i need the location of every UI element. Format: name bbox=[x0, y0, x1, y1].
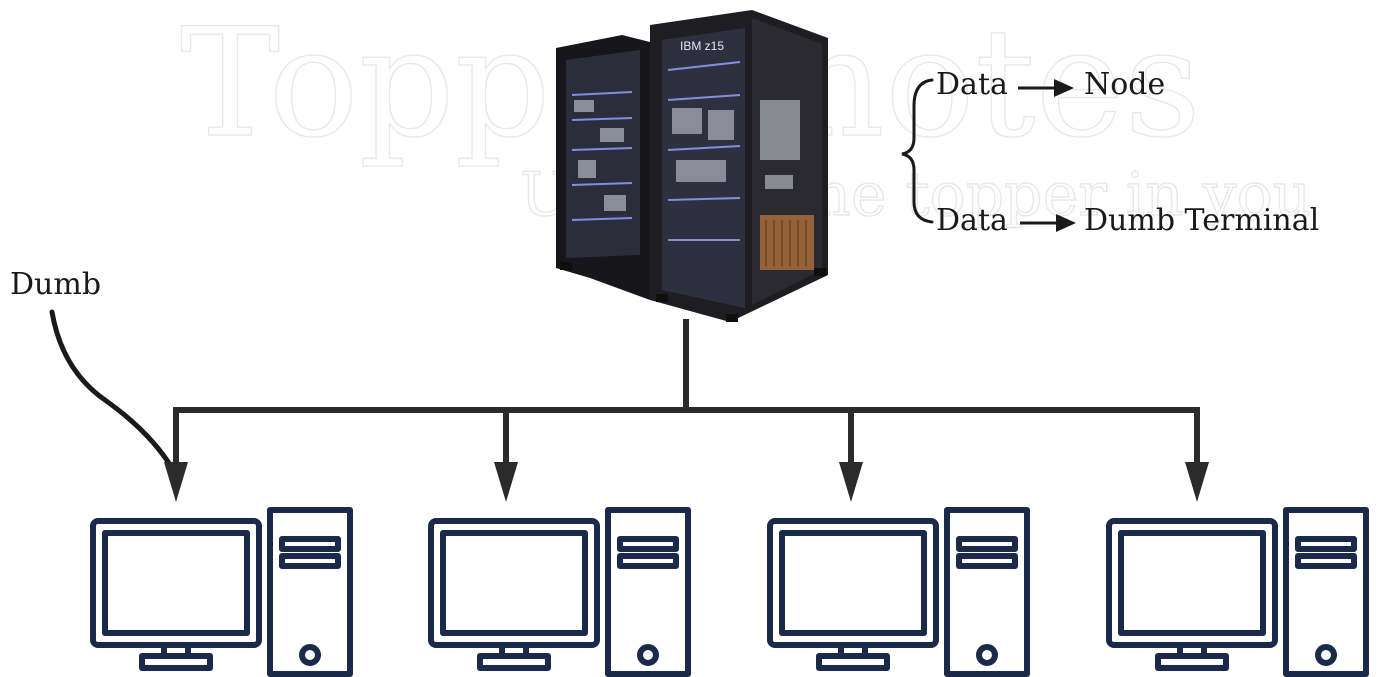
network-bus bbox=[173, 319, 1200, 413]
legend-brace bbox=[901, 78, 934, 224]
drop-arrows bbox=[164, 410, 1209, 502]
dumb-terminal bbox=[428, 507, 691, 677]
legend-row-node: Data Node bbox=[936, 67, 1165, 102]
drop-arrow bbox=[164, 410, 188, 502]
mainframe-back-panel bbox=[566, 50, 640, 258]
terminals-row bbox=[90, 507, 1369, 677]
callout-dumb-label: Dumb bbox=[10, 267, 101, 302]
legend-row-dumb-terminal: Data Dumb Terminal bbox=[936, 203, 1319, 238]
dumb-terminal bbox=[1106, 507, 1369, 677]
legend-row1-arrow bbox=[1018, 79, 1074, 97]
callout-curve-arrow bbox=[49, 309, 175, 471]
dumb-terminal bbox=[90, 507, 353, 677]
legend-row1-from: Data bbox=[936, 67, 1008, 102]
legend-row2-from: Data bbox=[936, 203, 1008, 238]
mainframe-server-icon: IBM z15 bbox=[556, 10, 828, 322]
legend-row2-arrow bbox=[1020, 214, 1076, 232]
drop-arrow bbox=[1185, 410, 1209, 502]
legend-row1-to: Node bbox=[1084, 67, 1165, 102]
drop-arrow bbox=[494, 410, 518, 502]
legend-row2-to: Dumb Terminal bbox=[1084, 203, 1319, 238]
mainframe-radiator bbox=[760, 215, 814, 270]
mainframe-badge: IBM z15 bbox=[680, 39, 724, 53]
drop-arrow bbox=[839, 410, 863, 502]
dumb-terminal bbox=[767, 507, 1030, 677]
